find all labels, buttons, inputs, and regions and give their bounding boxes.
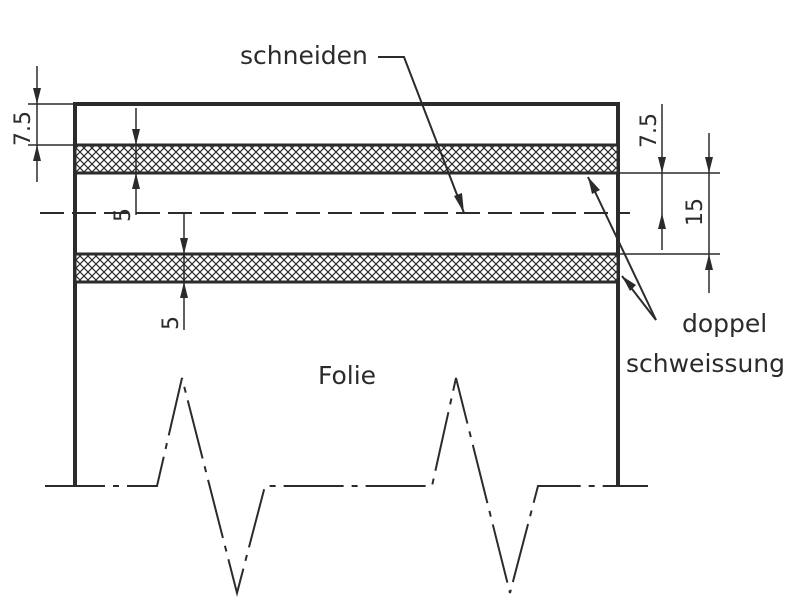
dim-band-spacing-label: 15: [683, 198, 708, 226]
arrow-upper-band-top: [132, 129, 140, 145]
arrow-right-top: [658, 157, 666, 173]
arrow-spacing-top: [705, 157, 713, 173]
arrow-spacing-bottom: [705, 254, 713, 270]
break-line: [45, 377, 648, 597]
arrow-left-top: [33, 88, 41, 104]
material-label: Folie: [318, 361, 376, 390]
dim-upper-band-label: 5: [111, 208, 136, 222]
arrow-upper-band-bottom: [132, 173, 140, 189]
dim-lower-band-label: 5: [159, 316, 184, 330]
cut-label: schneiden: [240, 41, 368, 70]
weld-label-line2: schweissung: [626, 349, 785, 378]
dim-top-margin-label: 7.5: [11, 111, 36, 146]
lower-weld-band: [73, 252, 620, 284]
weld-leader-lower-arrowhead: [622, 276, 636, 291]
weld-label-line1: doppel: [682, 309, 767, 338]
cut-leader: [378, 56, 465, 214]
arrow-lower-band-top: [180, 238, 188, 254]
cut-leader-arrowhead: [454, 193, 464, 213]
upper-weld-band: [73, 143, 620, 175]
arrow-right-bottom: [658, 213, 666, 229]
foil-outline: [73, 102, 620, 486]
arrow-left-bottom: [33, 145, 41, 161]
arrow-lower-band-bottom: [180, 282, 188, 298]
weld-leader-upper-arrowhead: [588, 177, 600, 194]
dim-right-margin-label: 7.5: [637, 113, 662, 148]
weld-leader-upper: [587, 176, 657, 321]
